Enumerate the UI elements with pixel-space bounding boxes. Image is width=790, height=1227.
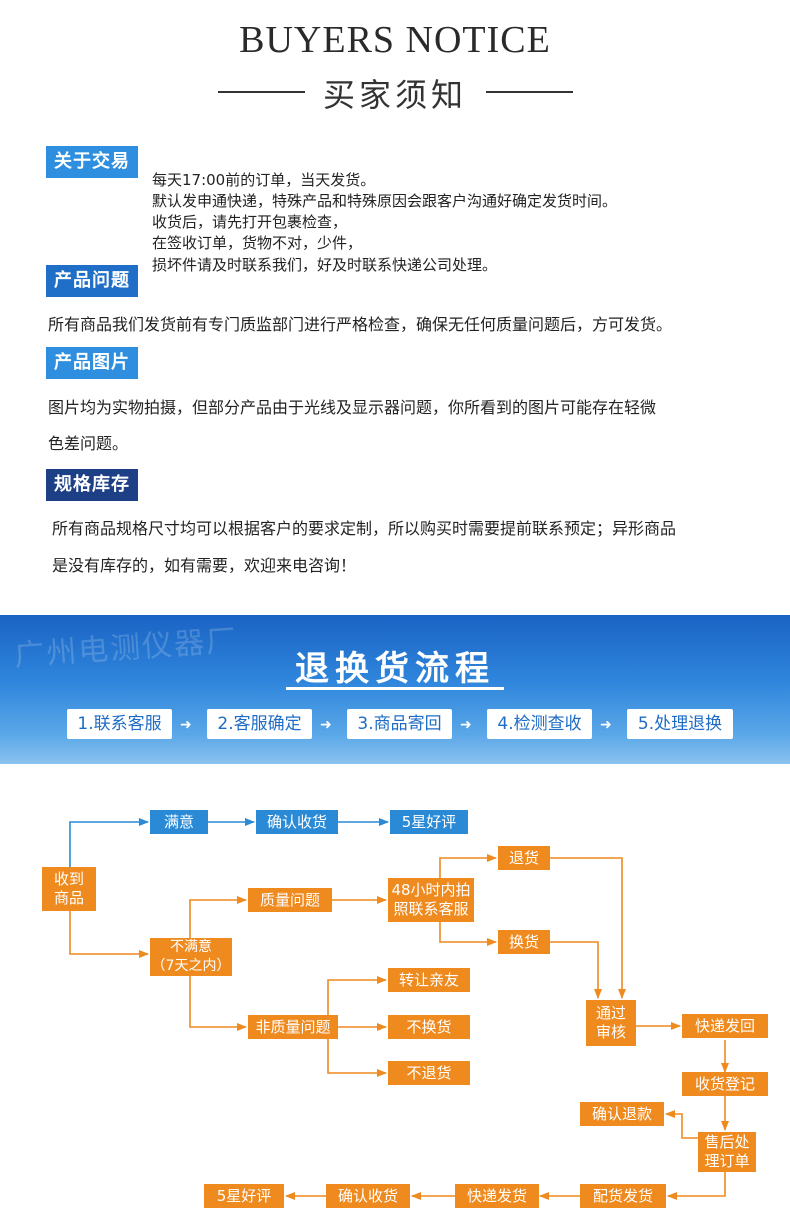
return-process-banner: 广州电测仪器厂 退换货流程 1.联系客服 ➜ 2.客服确定 ➜ 3.商品寄回 ➜… [0,615,790,764]
trade-line-1: 每天17:00前的订单，当天发货。 [152,171,376,189]
return-flowchart: 满意 确认收货 5星好评 收到 商品 不满意 （7天之内） 质量问题 48小时内… [0,764,790,1227]
page-title-cn: 买家须知 [322,76,467,114]
step-arrow-icon: ➜ [600,717,612,733]
process-step-3: 3.商品寄回 [347,709,452,739]
process-step-2: 2.客服确定 [207,709,312,739]
flow-five-star-top: 5星好评 [390,810,468,834]
process-step-5: 5.处理退换 [627,709,733,739]
banner-title: 退换货流程 [295,649,495,689]
flow-after-sales-order: 售后处 理订单 [698,1132,756,1172]
flow-express-return: 快递发回 [682,1014,768,1038]
flow-receipt-register: 收货登记 [682,1072,768,1096]
flow-contact-48h: 48小时内拍 照联系客服 [388,878,474,922]
flow-five-star-bottom: 5星好评 [204,1184,284,1208]
flow-return: 退货 [498,846,550,870]
flow-no-return: 不退货 [388,1061,470,1085]
flow-quality-issue: 质量问题 [248,888,332,912]
section-badge-product-issue: 产品问题 [46,265,138,297]
flow-receive-goods: 收到 商品 [42,867,96,911]
flow-transfer-to-friend: 转让亲友 [388,968,470,992]
page-title-en: BUYERS NOTICE [239,19,551,61]
trade-line-2: 默认发申通快递，特殊产品和特殊原因会跟客户沟通好确定发货时间。 [152,192,618,210]
flow-dispatch: 配货发货 [580,1184,666,1208]
section-badge-spec-stock: 规格库存 [46,469,138,501]
process-step-1: 1.联系客服 [67,709,172,739]
trade-line-4: 在签收订单，货物不对，少件， [152,234,363,252]
product-images-line-1: 图片均为实物拍摄，但部分产品由于光线及显示器问题，你所看到的图片可能存在轻微 [48,398,657,417]
process-step-4: 4.检测查收 [487,709,592,739]
flowchart-connectors [69,818,729,1200]
banner-title-underline [286,687,504,690]
trade-line-3: 收货后，请先打开包裹检查， [152,213,348,231]
spec-stock-line-2: 是没有库存的，如有需要，欢迎来电咨询！ [52,556,357,575]
section-badge-product-images: 产品图片 [46,347,138,379]
step-arrow-icon: ➜ [180,717,192,733]
flow-unsatisfied: 不满意 （7天之内） [150,938,232,976]
flow-no-exchange: 不换货 [388,1015,470,1039]
trade-line-5: 损坏件请及时联系我们，好及时联系快递公司处理。 [152,256,498,274]
flow-satisfied: 满意 [150,810,208,834]
flow-pass-review: 通过 审核 [586,1000,636,1046]
product-images-line-2: 色差问题。 [48,434,129,453]
step-arrow-icon: ➜ [320,717,332,733]
title-divider-left [218,91,305,93]
flow-confirm-receipt-top: 确认收货 [256,810,338,834]
flow-non-quality-issue: 非质量问题 [248,1015,338,1039]
step-arrow-icon: ➜ [460,717,472,733]
flow-confirm-refund: 确认退款 [580,1102,664,1126]
flow-express-ship: 快递发货 [455,1184,539,1208]
product-issue-line-1: 所有商品我们发货前有专门质监部门进行严格检查，确保无任何质量问题后，方可发货。 [48,315,673,334]
spec-stock-line-1: 所有商品规格尺寸均可以根据客户的要求定制，所以购买时需要提前联系预定；异形商品 [52,519,677,538]
flow-exchange: 换货 [498,930,550,954]
flow-confirm-receipt-bottom: 确认收货 [326,1184,410,1208]
section-badge-trade: 关于交易 [46,146,138,178]
title-divider-right [486,91,573,93]
